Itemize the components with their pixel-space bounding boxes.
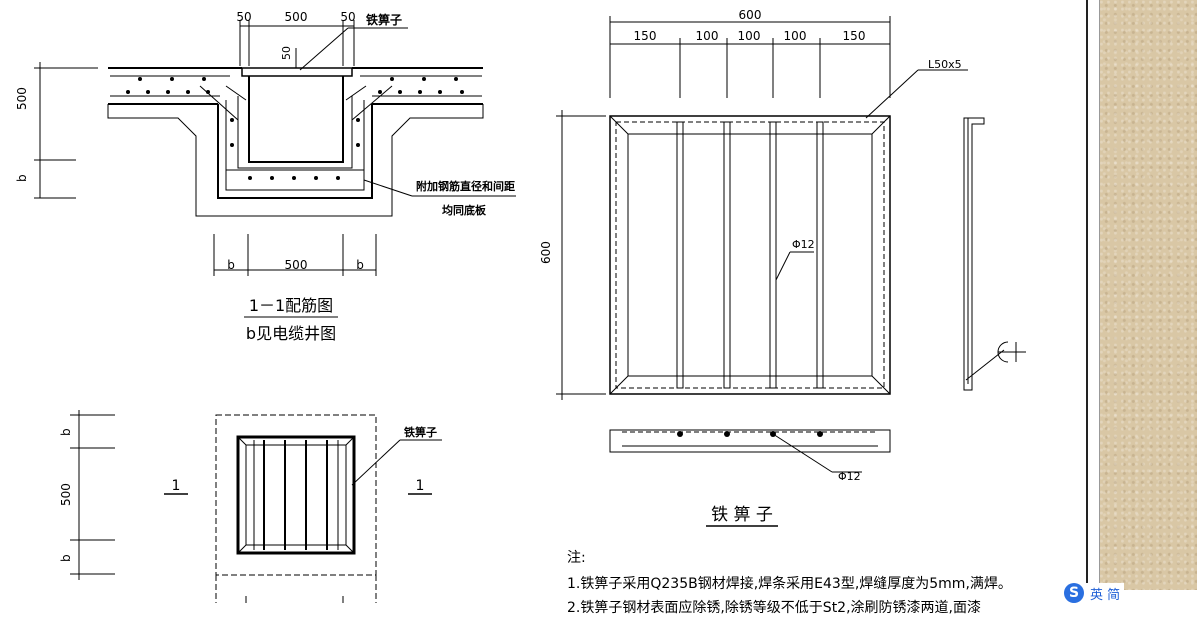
section-dim-bottom-2: 500	[285, 258, 308, 272]
grate-title: 铁 箅 子	[711, 505, 773, 525]
section-rebar-note-2: 均同底板	[442, 203, 487, 217]
grate-bar-label: Φ12	[792, 238, 815, 251]
plan-grate-label: 铁箅子	[404, 425, 437, 439]
grate-bar-label-bottom: Φ12	[838, 470, 861, 483]
plan-dim-b-top: b	[59, 428, 73, 436]
notes-line-2: 2.铁箅子钢材表面应除锈,除锈等级不低于St2,涂刷防锈漆两道,面漆	[567, 600, 981, 616]
grate-dim-total: 600	[739, 8, 762, 22]
grate-dim-2: 100	[696, 29, 719, 43]
section-grate-label: 铁箅子	[366, 12, 402, 27]
section-rebar-note-1: 附加钢筋直径和间距	[416, 179, 515, 193]
section-title: 1－1配筋图	[249, 296, 333, 315]
section-rebar-dots	[126, 77, 464, 180]
ime-mode-label[interactable]: 英 简	[1090, 587, 1121, 603]
grate-dim-5: 150	[843, 29, 866, 43]
background-texture	[1100, 0, 1197, 590]
section-dim-top-1: 50	[236, 10, 251, 24]
panel-divider	[1086, 0, 1088, 603]
plan-section-mark-left: 1	[172, 478, 181, 494]
grate-dim-1: 150	[634, 29, 657, 43]
grate-bar-dots	[677, 431, 823, 437]
grate-view	[556, 16, 1026, 527]
section-view	[34, 20, 516, 318]
section-dim-top-3: 50	[340, 10, 355, 24]
plan-view	[70, 410, 442, 603]
grate-dim-height: 600	[539, 241, 553, 264]
grate-angle-label: L50x5	[928, 58, 962, 71]
section-dim-top-2: 500	[285, 10, 308, 24]
section-dim-bottom-1: b	[227, 258, 235, 272]
section-dim-height: 500	[15, 87, 29, 110]
plan-dim-b-bottom: b	[59, 554, 73, 562]
plan-section-mark-right: 1	[416, 478, 425, 494]
section-dim-b: b	[15, 174, 29, 182]
section-dim-cover: 50	[280, 46, 293, 60]
drawing-canvas: 50 500 50 50 铁箅子 500 b 附加钢筋直径和间距 均同底板 b …	[15, 8, 1026, 603]
section-subtitle: b见电缆井图	[246, 324, 336, 343]
texture-border	[1099, 0, 1100, 603]
ime-toolbar[interactable]: S 英 简	[1060, 583, 1125, 603]
section-dim-bottom-3: b	[356, 258, 364, 272]
ime-logo-icon[interactable]: S	[1064, 583, 1084, 603]
grate-dim-4: 100	[784, 29, 807, 43]
notes-heading: 注:	[567, 550, 586, 566]
plan-dim-500: 500	[59, 483, 73, 506]
grate-dim-3: 100	[738, 29, 761, 43]
notes-line-1: 1.铁箅子采用Q235B钢材焊接,焊条采用E43型,焊缝厚度为5mm,满焊。	[567, 576, 1012, 592]
notes: 注: 1.铁箅子采用Q235B钢材焊接,焊条采用E43型,焊缝厚度为5mm,满焊…	[567, 545, 1012, 621]
